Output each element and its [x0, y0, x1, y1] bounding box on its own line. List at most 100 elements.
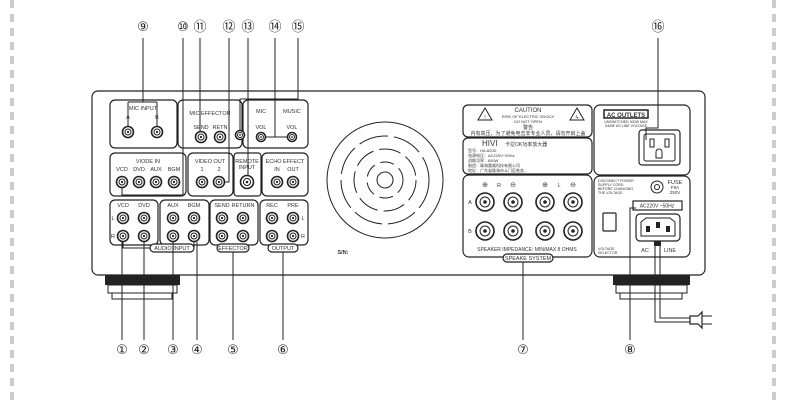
audio-vcd-r-jack[interactable]: [116, 229, 130, 243]
audio-input-tag: [149, 243, 195, 253]
callout-top-10: ⑩: [177, 20, 189, 35]
svg-text:制造：珠海惠威科技有限公司: 制造：珠海惠威科技有限公司: [468, 162, 520, 168]
speaker-a-terminal-1[interactable]: [475, 192, 495, 212]
music-volume-knob[interactable]: [286, 131, 298, 143]
callout-line: [127, 38, 158, 126]
video-in-label: VIODE IN: [136, 159, 160, 165]
mic-input-a-jack[interactable]: [121, 125, 135, 139]
audio-return-l-jack[interactable]: [236, 211, 250, 225]
video-out-2-label: 2: [217, 167, 220, 173]
mic-effector-send-jack[interactable]: [194, 130, 208, 144]
audio-pre-r-jack[interactable]: [286, 229, 300, 243]
svg-text:RISK OF ELECTRIC SHOCK: RISK OF ELECTRIC SHOCK: [502, 114, 555, 119]
remote-input-jack[interactable]: [239, 174, 255, 190]
speaker-b-terminal-1[interactable]: [475, 221, 495, 241]
svg-text:型号：HA-820D: 型号：HA-820D: [468, 147, 497, 153]
svg-text:B: B: [468, 229, 472, 235]
audio-dvd-l-jack[interactable]: [137, 211, 151, 225]
audio-return-r-jack[interactable]: [236, 229, 250, 243]
voltage-rating: AC220V ~50Hz: [640, 204, 675, 210]
ac-outlets-tag: [603, 109, 649, 119]
svg-text:警告: 警告: [523, 124, 533, 131]
svg-text:BGM: BGM: [188, 203, 201, 209]
echo-in-jack[interactable]: [270, 175, 284, 189]
ac-outlets-label: AC OUTLETS: [607, 113, 645, 119]
svg-text:REC: REC: [266, 203, 278, 209]
callout-bottom-7: ⑦: [517, 343, 529, 358]
video-in-dvd-jack[interactable]: [132, 175, 146, 189]
svg-text:CAUTION: CAUTION: [515, 108, 542, 114]
output-label: OUTPUT: [272, 246, 295, 252]
svg-text:L: L: [557, 183, 560, 189]
ac-power-inlet[interactable]: [635, 213, 681, 242]
audio-aux-l-jack[interactable]: [166, 211, 180, 225]
svg-text:内有高压，为了避免电击非专业人员，请勿开启上盖: 内有高压，为了避免电击非专业人员，请勿开启上盖: [470, 130, 585, 137]
jack-13[interactable]: [234, 129, 246, 141]
video-in-aux-label: AUX: [150, 167, 162, 173]
audio-send-r-jack[interactable]: [215, 229, 229, 243]
fuse-holder: FUSE F8A 250V: [650, 180, 683, 195]
svg-text:F8A: F8A: [671, 185, 679, 190]
mic-input-b-jack[interactable]: [150, 125, 164, 139]
callout-line: [239, 38, 299, 130]
speaker-b-terminal-4[interactable]: [563, 221, 583, 241]
ac-outlets-note: SAME AS LINE VOLTAGE: [605, 124, 648, 128]
svg-text:VCD: VCD: [117, 203, 129, 209]
audio-vcd-l-jack[interactable]: [116, 211, 130, 225]
video-in-bgm-jack[interactable]: [167, 175, 181, 189]
audio-pre-l-jack[interactable]: [286, 211, 300, 225]
audio-rec-r-jack[interactable]: [265, 229, 279, 243]
audio-bgm-r-jack[interactable]: [187, 229, 201, 243]
svg-text:SUPPLY CORD: SUPPLY CORD: [598, 183, 624, 187]
svg-text:SPEAKER IMPEDANCE: MIN/MAX 8: SPEAKER IMPEDANCE: MIN/MAX 8 OHMS: [477, 247, 577, 253]
audio-input-label: AUDIO INPUT: [154, 246, 190, 252]
callout-line: [645, 38, 659, 140]
caution-label: ! ϟ CAUTION RISK OF ELECTRIC SHOCK DO NO…: [470, 107, 586, 137]
mic-effector-retn-jack[interactable]: [213, 130, 227, 144]
svg-text:DO NOT OPEN: DO NOT OPEN: [514, 119, 542, 124]
speaker-a-terminal-4[interactable]: [563, 192, 583, 212]
video-in-vcd-jack[interactable]: [115, 175, 129, 189]
video-out-2-jack[interactable]: [212, 175, 226, 189]
audio-aux-r-jack[interactable]: [166, 229, 180, 243]
voltage-selector-label: VOLTAGE: [598, 247, 615, 251]
callout-bottom-4: ④: [191, 343, 203, 358]
speaker-b-terminal-2[interactable]: [503, 221, 523, 241]
mic-volume-knob[interactable]: [255, 131, 267, 143]
svg-text:⊕: ⊕: [482, 182, 488, 189]
audio-dvd-r-jack[interactable]: [137, 229, 151, 243]
ac-outlet-socket: [638, 129, 681, 166]
speaker-a-terminal-3[interactable]: [535, 192, 555, 212]
callout-line: [225, 38, 230, 183]
callout-top-11: ⑪: [193, 20, 206, 35]
jacks: [115, 125, 583, 243]
svg-text:R: R: [301, 234, 305, 240]
power-cord: [654, 241, 712, 330]
video-out-1-label: 1: [200, 167, 203, 173]
left-foot: [105, 275, 180, 300]
audio-bgm-l-jack[interactable]: [187, 211, 201, 225]
svg-text:PRE: PRE: [287, 203, 299, 209]
power-warning-text: DISCONECT POWER SUPPLY CORD BEFORE CHANG…: [598, 179, 634, 195]
svg-text:AUX: AUX: [167, 203, 179, 209]
callout-bottom-2: ②: [138, 343, 150, 358]
echo-out-jack[interactable]: [286, 175, 300, 189]
callout-line: [629, 207, 636, 340]
svg-text:SEND: SEND: [214, 203, 229, 209]
video-in-bgm-label: BGM: [168, 167, 181, 173]
speaker-b-terminal-3[interactable]: [535, 221, 555, 241]
send-label: SEND: [193, 125, 208, 131]
audio-send-l-jack[interactable]: [215, 211, 229, 225]
voltage-selector-switch[interactable]: [602, 212, 617, 232]
callout-bottom-1: ①: [116, 343, 128, 358]
svg-text:!: !: [484, 115, 486, 121]
line-label: LINE: [664, 248, 677, 254]
audio-rec-l-jack[interactable]: [265, 211, 279, 225]
speaker-a-terminal-2[interactable]: [503, 192, 523, 212]
speaker-terminals-labels: ⊕ R ⊖ ⊕ L ⊖ A B SPEAKER IMPEDANCE: MIN/M…: [468, 182, 577, 253]
svg-text:FUSE: FUSE: [668, 180, 683, 186]
video-in-aux-jack[interactable]: [149, 175, 163, 189]
music-label: MUSIC: [283, 109, 301, 115]
video-out-1-jack[interactable]: [195, 175, 209, 189]
callout-bottom-6: ⑥: [277, 343, 289, 358]
